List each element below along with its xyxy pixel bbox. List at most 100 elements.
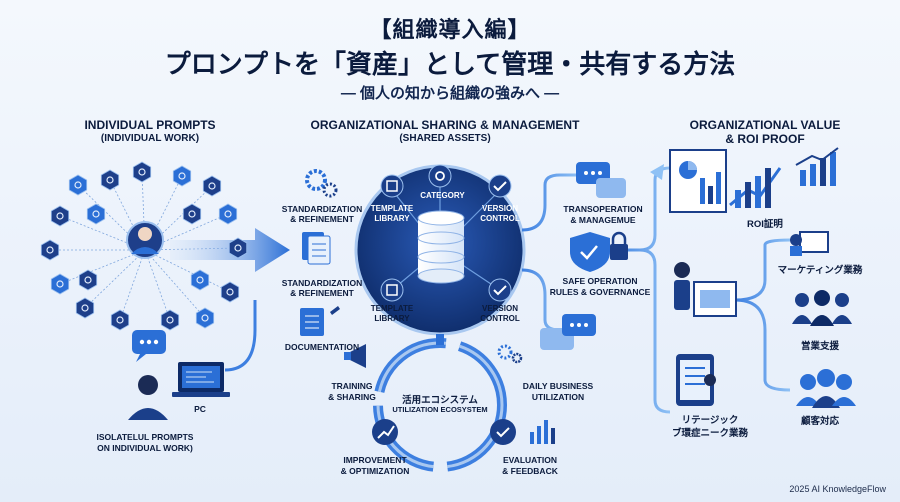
prompt-hex-icon	[86, 203, 106, 225]
prompt-hex-icon	[78, 269, 98, 291]
prompt-hex-glyph	[166, 316, 174, 324]
tablet-icon	[676, 354, 716, 406]
hub-category: CATEGORY	[420, 191, 465, 200]
pc-label: PC	[194, 404, 206, 414]
prompt-hex-glyph	[188, 210, 196, 218]
prompt-hex-icon	[40, 239, 60, 261]
documentation-icon	[300, 306, 340, 336]
sales-label: 営業支援	[800, 341, 839, 352]
prompt-hex-icon	[50, 273, 70, 295]
prompt-hex-icon	[172, 165, 192, 187]
prompt-hex-glyph	[224, 210, 232, 218]
step-standardization-1b: & REFINEMENT	[290, 214, 354, 224]
database-icon	[417, 210, 465, 284]
prompt-hex-glyph	[226, 288, 234, 296]
eco-training-2: & SHARING	[328, 392, 376, 402]
growth-chart-icon	[795, 147, 839, 186]
step-standardization-1a: STANDARDIZATION	[281, 204, 363, 214]
step-standardization-2a: STANDARDIZATION	[281, 278, 363, 288]
hub-template-top-2: LIBRARY	[374, 214, 410, 223]
prompt-hex-icon	[132, 161, 152, 183]
individual-subheading: (INDIVIDUAL WORK)	[100, 133, 200, 144]
lock-icon	[610, 231, 628, 260]
chat-bubble-icon-2	[540, 314, 596, 350]
eco-daily-2: UTILIZATION	[531, 392, 585, 402]
hub-version-bot-2: CONTROL	[480, 314, 520, 323]
sharing-heading: ORGANIZATIONAL SHARING & MANAGEMENT	[310, 118, 580, 132]
hub-node-icons	[380, 164, 512, 302]
hub-version-top-1: VERSION	[481, 204, 518, 213]
prompt-hex-glyph	[74, 181, 82, 189]
ecosystem-center-en: UTILIZATION ECOSYSTEM	[392, 405, 488, 414]
arrow-head	[650, 164, 664, 180]
prompt-hex-icon	[75, 297, 95, 319]
prompt-hex-glyph	[138, 168, 146, 176]
prompt-hex-glyph	[84, 276, 92, 284]
value-heading-1: ORGANIZATIONAL VALUE	[689, 118, 841, 132]
hub-template-bot-2: LIBRARY	[374, 314, 410, 323]
document-icon	[302, 232, 331, 265]
flow-arrow-pc	[224, 300, 257, 372]
prompt-hex-icon	[50, 205, 70, 227]
gears-small-icon	[497, 344, 523, 364]
eco-improve-2: & OPTIMIZATION	[340, 466, 410, 476]
prompt-hex-glyph	[201, 314, 209, 322]
eco-daily-1: DAILY BUSINESS	[522, 381, 594, 391]
sharing-subheading: (SHARED ASSETS)	[399, 133, 491, 144]
marketing-label: マーケティング業務	[777, 265, 863, 276]
roi-label: ROI証明	[747, 219, 783, 230]
prompt-hex-glyph	[208, 182, 216, 190]
person-icon	[126, 221, 164, 259]
step-standardization-2b: & REFINEMENT	[290, 288, 354, 298]
prompt-hex-icon	[100, 169, 120, 191]
ecosystem-center-jp: 活用エコシステム	[402, 395, 478, 406]
prompt-hex-glyph	[178, 172, 186, 180]
eco-eval-1: EVALUATION	[503, 455, 557, 465]
value-heading-2: & ROI PROOF	[725, 132, 805, 146]
individual-heading: INDIVIDUAL PROMPTS	[84, 118, 216, 132]
prompt-hex-glyph	[46, 246, 54, 254]
prompt-hex-glyph	[81, 304, 89, 312]
roi-dashboard-icon	[669, 149, 782, 213]
gear-icon	[305, 169, 338, 198]
megaphone-icon	[344, 344, 366, 368]
eco-training-1: TRAINING	[331, 381, 373, 391]
prompt-hex-icon	[182, 203, 202, 225]
hub-version-top-2: CONTROL	[480, 214, 520, 223]
legal-label-2: ブ環症ニーク業務	[671, 428, 748, 439]
isolated-label-2: ON INDIVIDUAL WORK)	[97, 443, 193, 453]
prompt-hex-glyph	[234, 244, 242, 252]
page-title-line2: プロンプトを「資産」として管理・共有する方法	[164, 49, 736, 79]
prompt-hex-icon	[190, 269, 210, 291]
laptop-icon	[172, 362, 230, 397]
prompt-hex-icon	[228, 237, 248, 259]
safe-label-2: RULES & GOVERNANCE	[549, 287, 651, 297]
eco-improve-1: IMPROVEMENT	[343, 455, 407, 465]
prompt-hex-icon	[202, 175, 222, 197]
customer-label: 顧客対応	[800, 416, 839, 427]
prompt-hex-icon	[160, 309, 180, 331]
hub-template-top-1: TEMPLATE	[370, 204, 414, 213]
isolated-label-1: ISOLATELUL PROMPTS	[96, 432, 194, 442]
bar-chart-small-icon	[530, 420, 555, 444]
page-title-line1: 【組織導入編】	[369, 17, 531, 42]
marketing-icon	[790, 231, 829, 256]
ecosystem-cycle	[372, 334, 516, 472]
transport-label-1: TRANSOPERATION	[563, 204, 643, 214]
transport-label-2: & MANAGEMUE	[570, 215, 636, 225]
prompt-hex-icon	[110, 309, 130, 331]
legal-label-1: リテージック	[681, 415, 739, 426]
prompt-hex-icon	[195, 307, 215, 329]
hub-template-bot-1: TEMPLATE	[370, 304, 414, 313]
prompt-hex-glyph	[106, 176, 114, 184]
footer-credit: 2025 AI KnowledgeFlow	[789, 484, 886, 494]
eco-eval-2: & FEEDBACK	[502, 466, 558, 476]
prompt-hex-glyph	[56, 280, 64, 288]
prompt-hex-glyph	[116, 316, 124, 324]
prompt-hex-icon	[220, 281, 240, 303]
step-documentation: DOCUMENTATION	[284, 342, 360, 352]
prompt-hex-icon	[68, 174, 88, 196]
chat-bubble-icon	[576, 162, 626, 198]
shield-icon	[570, 232, 610, 272]
